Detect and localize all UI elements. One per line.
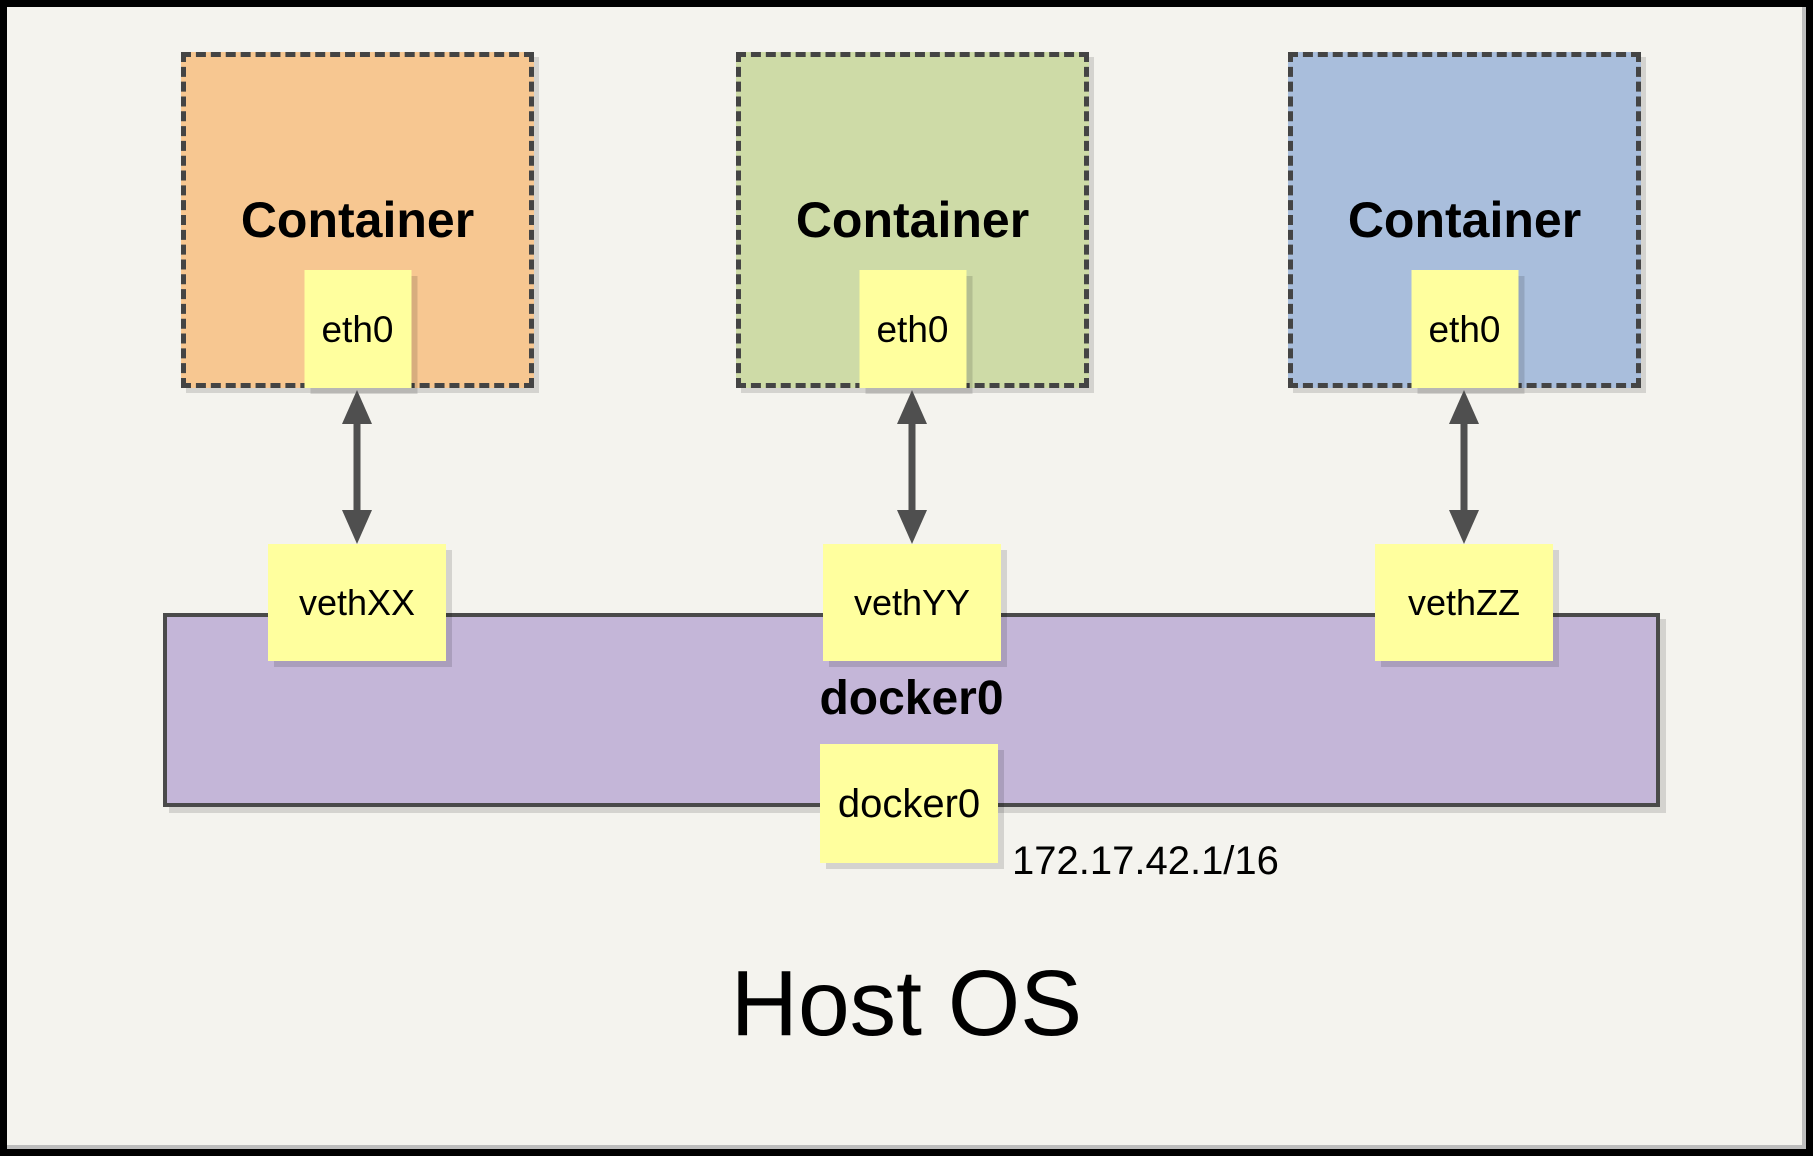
veth-box-3: vethZZ <box>1375 544 1553 661</box>
eth0-label: eth0 <box>876 308 949 350</box>
bidirectional-arrow-1 <box>342 390 372 544</box>
veth-label: vethZZ <box>1407 581 1521 623</box>
bidirectional-arrow-2 <box>897 390 927 544</box>
eth0-interface-box-1: eth0 <box>304 270 411 388</box>
container-label: Container <box>795 192 1030 248</box>
host-os-label: Host OS <box>730 951 1083 1055</box>
docker0-interface-box: docker0 <box>820 744 998 863</box>
container-box-1: Container eth0 <box>181 52 534 388</box>
eth0-interface-box-2: eth0 <box>859 270 966 388</box>
container-label: Container <box>240 192 475 248</box>
bridge-ip-label: 172.17.42.1/16 <box>1012 839 1279 883</box>
eth0-interface-box-3: eth0 <box>1411 270 1518 388</box>
veth-box-1: vethXX <box>268 544 446 661</box>
container-box-2: Container eth0 <box>736 52 1089 388</box>
eth0-label: eth0 <box>321 308 394 350</box>
docker0-interface-label: docker0 <box>837 781 981 826</box>
veth-label: vethYY <box>853 581 971 623</box>
veth-box-2: vethYY <box>823 544 1001 661</box>
veth-label: vethXX <box>298 581 416 623</box>
container-label: Container <box>1347 192 1582 248</box>
bidirectional-arrow-3 <box>1449 390 1479 544</box>
diagram-canvas: Container eth0 Container eth0 Container … <box>7 7 1806 1149</box>
docker0-bar-label: docker0 <box>819 672 1004 725</box>
eth0-label: eth0 <box>1428 308 1501 350</box>
container-box-3: Container eth0 <box>1288 52 1641 388</box>
